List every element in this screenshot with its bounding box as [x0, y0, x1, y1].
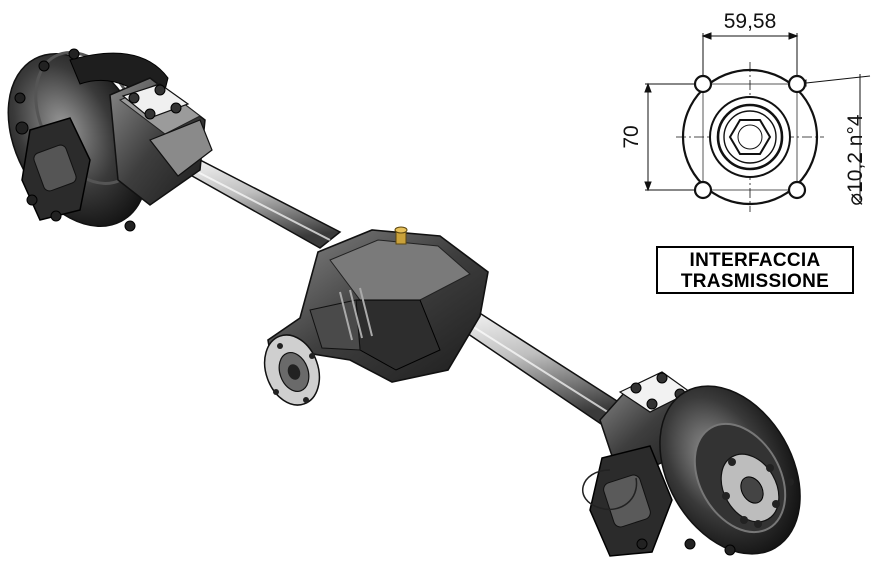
bolt-hole-top-right	[787, 74, 807, 94]
flange-interface-detail: 59,58 70 ⌀10,2 n°4	[620, 10, 871, 212]
axle-tube-left	[176, 159, 342, 249]
dimension-hole-callout: ⌀10,2 n°4	[844, 114, 867, 205]
bolt-hole-top-left	[693, 74, 713, 94]
differential-housing	[263, 226, 489, 406]
dimension-bolt-spacing-horizontal: 59,58	[724, 10, 777, 33]
hole-callout-value: 10,2 n°4	[844, 114, 867, 193]
right-wheel-hub-assembly	[582, 371, 801, 557]
left-wheel-hub-assembly	[7, 48, 213, 232]
bolt-hole-bottom-left	[693, 180, 713, 200]
bolt-holes	[693, 74, 807, 200]
interface-caption-box: INTERFACCIA TRASMISSIONE	[656, 246, 854, 294]
axle-assembly	[7, 48, 801, 557]
dimension-bolt-spacing-vertical: 70	[620, 125, 643, 148]
diameter-symbol: ⌀	[844, 193, 867, 206]
caption-line-2: TRASMISSIONE	[680, 271, 830, 292]
hex-nut	[728, 119, 772, 155]
caption-line-1: INTERFACCIA	[689, 250, 821, 271]
dimension-lines	[644, 32, 871, 200]
axle-tube-right	[453, 311, 630, 427]
bolt-hole-bottom-right	[787, 180, 807, 200]
